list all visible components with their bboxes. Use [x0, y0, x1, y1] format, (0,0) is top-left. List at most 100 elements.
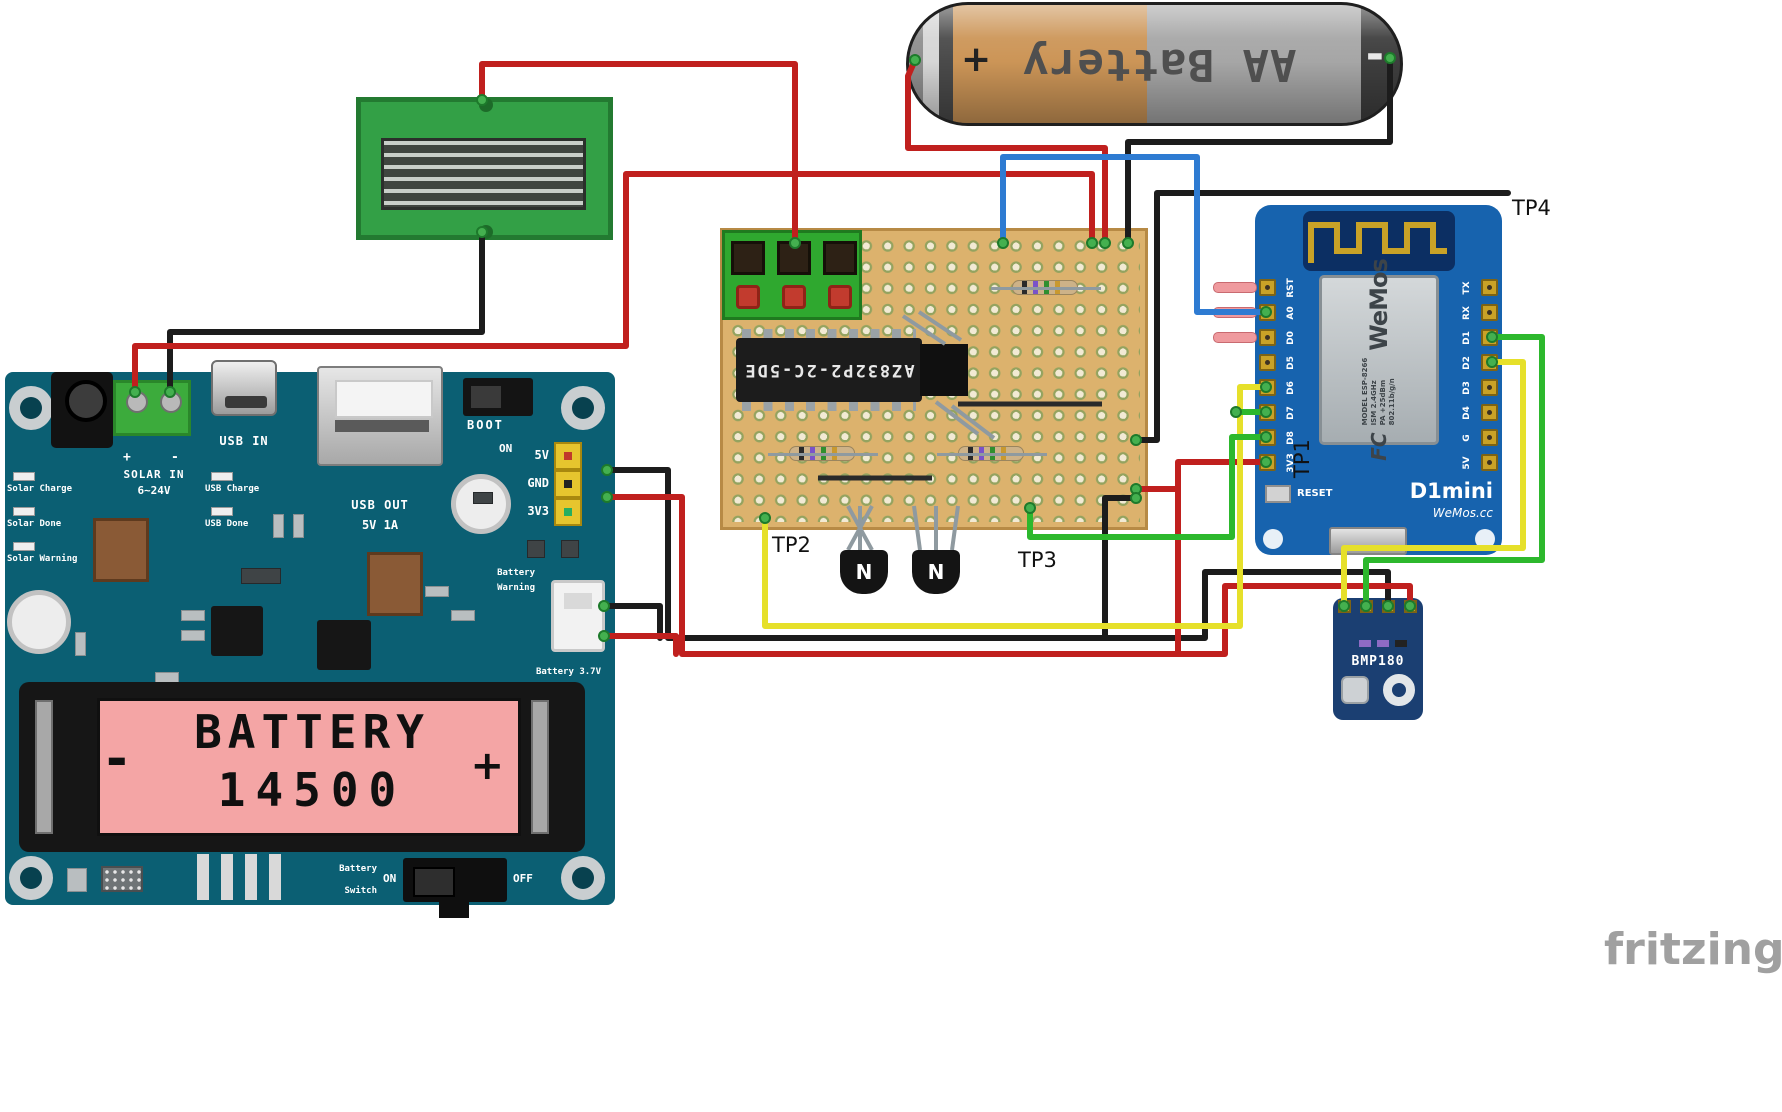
spec-line: 802.11b/g/n: [1388, 378, 1396, 426]
spec-line: ISM 2.4GHz: [1370, 380, 1378, 426]
female-header-socket: [1213, 282, 1257, 293]
micro-usb-in-port: [211, 360, 277, 416]
mounting-hole: [561, 856, 605, 900]
fcc-logo: FC: [1367, 432, 1391, 461]
testpoint-tp4-label: TP4: [1512, 196, 1551, 220]
terminal-screw: [782, 285, 806, 309]
smd-passive: [1377, 640, 1389, 647]
board-name: D1mini: [1409, 479, 1493, 503]
boot-on-label: ON: [499, 442, 513, 455]
mounting-hole: [9, 386, 53, 430]
usb-a-out-port: [317, 366, 443, 466]
smd-passive: [451, 610, 475, 621]
usb-in-label: USB IN: [219, 434, 269, 448]
testpoint-tp2-label: TP2: [772, 533, 811, 557]
smd-passive: [273, 514, 284, 538]
battery-clip: [35, 700, 53, 834]
aa-battery: + AA Battery -: [906, 2, 1403, 126]
pin-5v: [1481, 454, 1498, 471]
pin-d7: [1259, 404, 1276, 421]
transistor-label: N: [855, 560, 873, 584]
usb-done-label: USB Done: [205, 519, 249, 529]
smd-ic: [101, 866, 143, 892]
header-pin-3v3: [554, 498, 582, 526]
mounting-hole: [561, 386, 605, 430]
module-specs: MODEL ESP-8266 ISM 2.4GHz PA +25dBm 802.…: [1361, 358, 1397, 426]
bmp-pin: [1382, 600, 1395, 613]
pin-d0: [1259, 329, 1276, 346]
usb-out-rating: 5V 1A: [361, 518, 399, 532]
battery-clip: [531, 700, 549, 834]
transistor-npn: N: [912, 550, 960, 594]
li-ion-cell-14500: - BATTERY 14500 +: [97, 698, 521, 836]
header-gnd-label: GND: [527, 476, 549, 490]
battery-holder: - BATTERY 14500 +: [19, 682, 585, 852]
smd-ic: [241, 568, 281, 584]
usb-charge-label: USB Charge: [205, 484, 260, 494]
barrel-jack: [51, 372, 113, 448]
pin-d4: [1481, 404, 1498, 421]
pin-d6: [1259, 379, 1276, 396]
testpoint-tp1-label: TP1: [1290, 439, 1314, 478]
battery-warning-label-1: Battery: [497, 568, 535, 578]
battery-label: AA Battery: [1021, 39, 1297, 90]
capacitor: [7, 590, 71, 654]
battery-minus-label: -: [1365, 29, 1384, 80]
solar-charge-label: Solar Charge: [7, 484, 73, 494]
ic-chip: [317, 620, 371, 670]
resistor: [937, 446, 1047, 461]
header-pin-5v: [554, 442, 582, 470]
smd-passive: [425, 586, 449, 597]
usb-out-label: USB OUT: [351, 498, 409, 512]
bmp-pin: [1404, 600, 1417, 613]
inductor: [93, 518, 149, 582]
fritzing-watermark: fritzing: [1604, 924, 1782, 975]
pin-tx: [1481, 279, 1498, 296]
cell-name-label: BATTERY: [194, 705, 430, 759]
solar-in-voltage: 6~24V: [137, 484, 171, 497]
pin-g: [1481, 429, 1498, 446]
board-site: WeMos.cc: [1432, 506, 1493, 520]
resistor: [768, 446, 878, 461]
pin-d2: [1481, 354, 1498, 371]
solar-done-led: [13, 507, 35, 516]
screw-terminal-3pin: [722, 230, 862, 320]
pin-3v3: [1259, 454, 1276, 471]
smd-passive: [1359, 640, 1371, 647]
solar-warning-led: [13, 542, 35, 551]
battery-warning-label-2: Warning: [497, 583, 535, 593]
solar-done-label: Solar Done: [7, 519, 62, 529]
spec-line: PA +25dBm: [1379, 379, 1387, 426]
solar-panel-negative-pad: [479, 225, 493, 239]
cell-minus-label: -: [106, 729, 128, 789]
pin-d8: [1259, 429, 1276, 446]
pressure-sensor: [1341, 676, 1369, 704]
usb-done-led: [211, 507, 233, 516]
shield-print: FC MODEL ESP-8266 ISM 2.4GHz PA +25dBm 8…: [1361, 259, 1397, 461]
pin-label-5v: 5V: [1462, 456, 1472, 470]
battery-slide-switch: [403, 858, 507, 918]
usb-charge-led: [211, 472, 233, 481]
cell-plus-label: +: [470, 743, 504, 789]
dip-ic-chip: AZ832P2-2C-5DE: [736, 329, 922, 411]
solar-plus-label: +: [123, 450, 131, 465]
boot-switch: [463, 378, 533, 416]
pin-rst: [1259, 279, 1276, 296]
smd-component: [920, 344, 968, 396]
pin-rx: [1481, 304, 1498, 321]
smd-passive: [1395, 640, 1407, 647]
pin-a0: [1259, 304, 1276, 321]
inductor: [367, 552, 423, 616]
transistor-label: N: [927, 560, 945, 584]
pin-d5: [1259, 354, 1276, 371]
solar-in-label: SOLAR IN: [123, 468, 185, 481]
solar-warning-label: Solar Warning: [7, 554, 78, 564]
bmp-pin: [1338, 600, 1351, 613]
wemos-logo: WeMos: [1365, 259, 1393, 351]
esp8266-shield: FC MODEL ESP-8266 ISM 2.4GHz PA +25dBm 8…: [1319, 259, 1439, 461]
transistor-npn: N: [840, 550, 888, 594]
mounting-hole: [1383, 674, 1415, 706]
battery-jst-connector: [551, 580, 605, 652]
terminal-opening: [823, 241, 857, 275]
mounting-hole: [1263, 529, 1283, 549]
